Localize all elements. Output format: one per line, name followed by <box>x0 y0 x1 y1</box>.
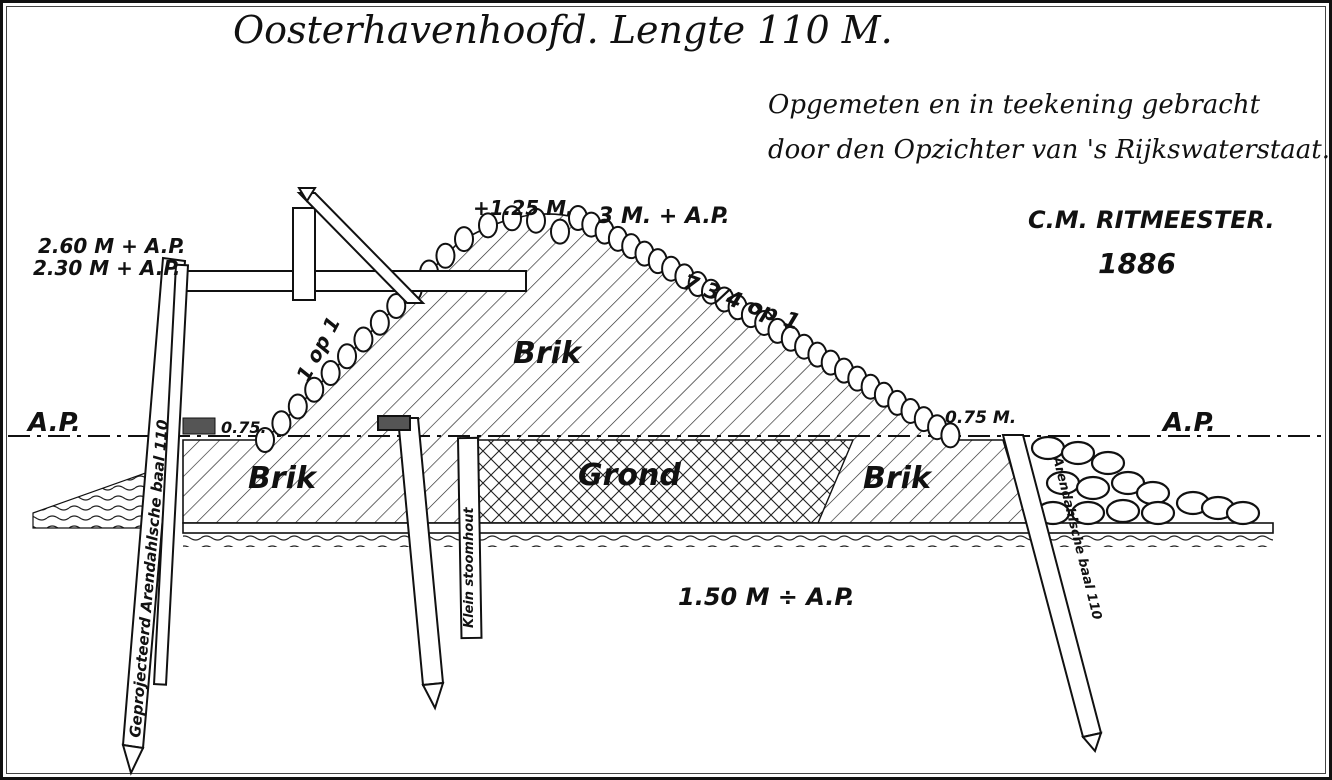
base-band <box>182 522 1274 534</box>
top-level: 3 M. + A.P. <box>598 204 730 229</box>
grond-label: Grond <box>578 458 681 493</box>
pile-middle <box>377 415 445 711</box>
ap-right-label: A.P. <box>1161 408 1216 438</box>
pile-right <box>1001 434 1103 753</box>
bottom-level: 1.50 M ÷ A.P. <box>678 583 855 611</box>
level-075-left: 0.75. <box>221 418 267 437</box>
rubble-stones <box>1030 435 1261 526</box>
pile-mid-text: Klein stoomhout <box>462 507 477 628</box>
armour-stones <box>255 205 961 453</box>
brik-right-label: Brik <box>863 461 933 496</box>
pile-stoomhout <box>456 436 483 640</box>
brik-left-label: Brik <box>248 461 318 496</box>
drawing-title: Oosterhavenhoofd. Lengte 110 M. <box>233 8 893 52</box>
level-260: 2.60 M + A.P. <box>38 234 185 258</box>
author-name: C.M. RITMEESTER. <box>1028 206 1275 234</box>
year: 1886 <box>1098 247 1176 280</box>
pile-left <box>121 256 190 776</box>
brik-top-label: Brik <box>513 336 583 371</box>
crest-level: +1.25 M. <box>473 196 574 220</box>
level-230: 2.30 M + A.P. <box>33 256 180 280</box>
ap-left-label: A.P. <box>26 408 81 438</box>
level-075-right: 0.75 M. <box>945 408 1016 428</box>
note-line1: Opgemeten en in teekening gebracht <box>768 90 1261 120</box>
note-line2: door den Opzichter van 's Rijkswaterstaa… <box>768 135 1330 165</box>
cross-section-drawing: Oosterhavenhoofd. Lengte 110 M. Opgemete… <box>8 8 1330 776</box>
pile-cap-left <box>182 417 216 435</box>
